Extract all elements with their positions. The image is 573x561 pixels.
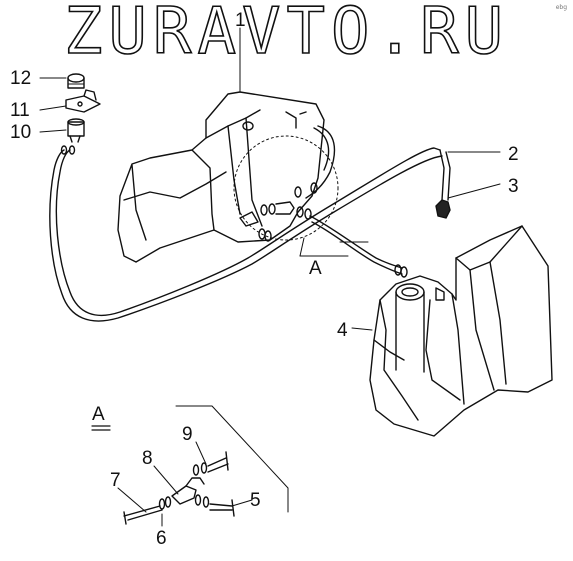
upper-reservoir (117, 91, 325, 263)
leader-lines (39, 27, 501, 331)
callout-7: 7 (110, 470, 121, 491)
callout-12: 12 (10, 68, 31, 89)
cap (67, 73, 85, 89)
callout-4: 4 (337, 320, 348, 341)
section-a-label: A (309, 258, 322, 279)
callout-1: 1 (235, 10, 246, 31)
callout-6: 6 (156, 528, 167, 549)
callout-8: 8 (142, 448, 153, 469)
callout-labels: 1 2 3 4 5 6 7 8 9 10 11 12 A A (10, 10, 519, 549)
check-valve (435, 199, 451, 219)
lower-reservoir (369, 225, 553, 437)
bracket (65, 89, 101, 113)
washer-hose (49, 125, 451, 322)
detail-a-circle (233, 135, 339, 241)
callout-11: 11 (10, 100, 30, 121)
callout-3: 3 (508, 176, 519, 197)
callout-9: 9 (182, 424, 193, 445)
detail-a-view (91, 405, 289, 527)
corner-mark: ebg (555, 4, 567, 11)
detail-a-title: A (92, 404, 105, 425)
callout-10: 10 (10, 122, 31, 143)
callout-2: 2 (508, 144, 519, 165)
upper-tank-connectors (258, 182, 408, 278)
watermark: ZURAVTO.RU (63, 0, 510, 69)
callout-5: 5 (250, 490, 261, 511)
pump (60, 118, 85, 155)
